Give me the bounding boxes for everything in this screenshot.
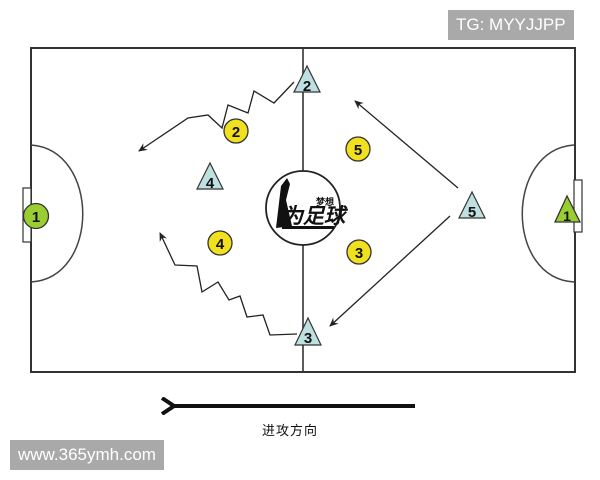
center-logo: 为足球 梦想	[276, 178, 349, 229]
svg-text:1: 1	[563, 208, 571, 224]
keeper-right: 1	[553, 194, 582, 224]
svg-text:3: 3	[304, 330, 312, 347]
svg-text:4: 4	[216, 236, 225, 253]
dribble-path-2	[138, 81, 295, 152]
svg-text:2: 2	[232, 124, 240, 141]
right-goal	[573, 179, 583, 233]
keeper-left: 1	[22, 202, 50, 230]
svg-text:3: 3	[355, 245, 363, 262]
dribble-path-3	[159, 232, 298, 336]
attacker-circle-4: 4	[207, 230, 233, 256]
runner-silhouette-icon	[276, 178, 292, 228]
right-penalty-arc	[521, 144, 575, 283]
attacker-circle-5: 5	[345, 136, 371, 162]
attacker-circle-3: 3	[346, 239, 372, 265]
attack-direction-label: 进攻方向	[262, 424, 319, 439]
attacker-circle-2: 2	[223, 118, 249, 144]
svg-text:5: 5	[468, 204, 476, 221]
pass-line-5-down	[329, 215, 451, 327]
svg-text:5: 5	[354, 142, 362, 159]
defender-triangle-2: 2	[293, 64, 321, 95]
logo-underline	[282, 226, 334, 229]
logo-side-text: 梦想	[316, 196, 334, 207]
defender-triangle-3: 3	[294, 316, 322, 347]
watermark-website: www.365ymh.com	[10, 440, 164, 470]
logo-main-text: 为足球	[282, 204, 349, 228]
field	[22, 47, 583, 373]
movement-lines	[138, 81, 459, 336]
defender-triangle-4: 4	[196, 161, 224, 192]
pass-line-5-up	[354, 100, 459, 189]
svg-text:2: 2	[303, 78, 311, 95]
watermark-telegram: TG: MYYJJPP	[448, 10, 574, 40]
svg-text:4: 4	[206, 175, 215, 192]
svg-text:1: 1	[32, 209, 40, 226]
left-penalty-arc	[30, 144, 84, 283]
defender-triangle-5: 5	[458, 190, 486, 221]
